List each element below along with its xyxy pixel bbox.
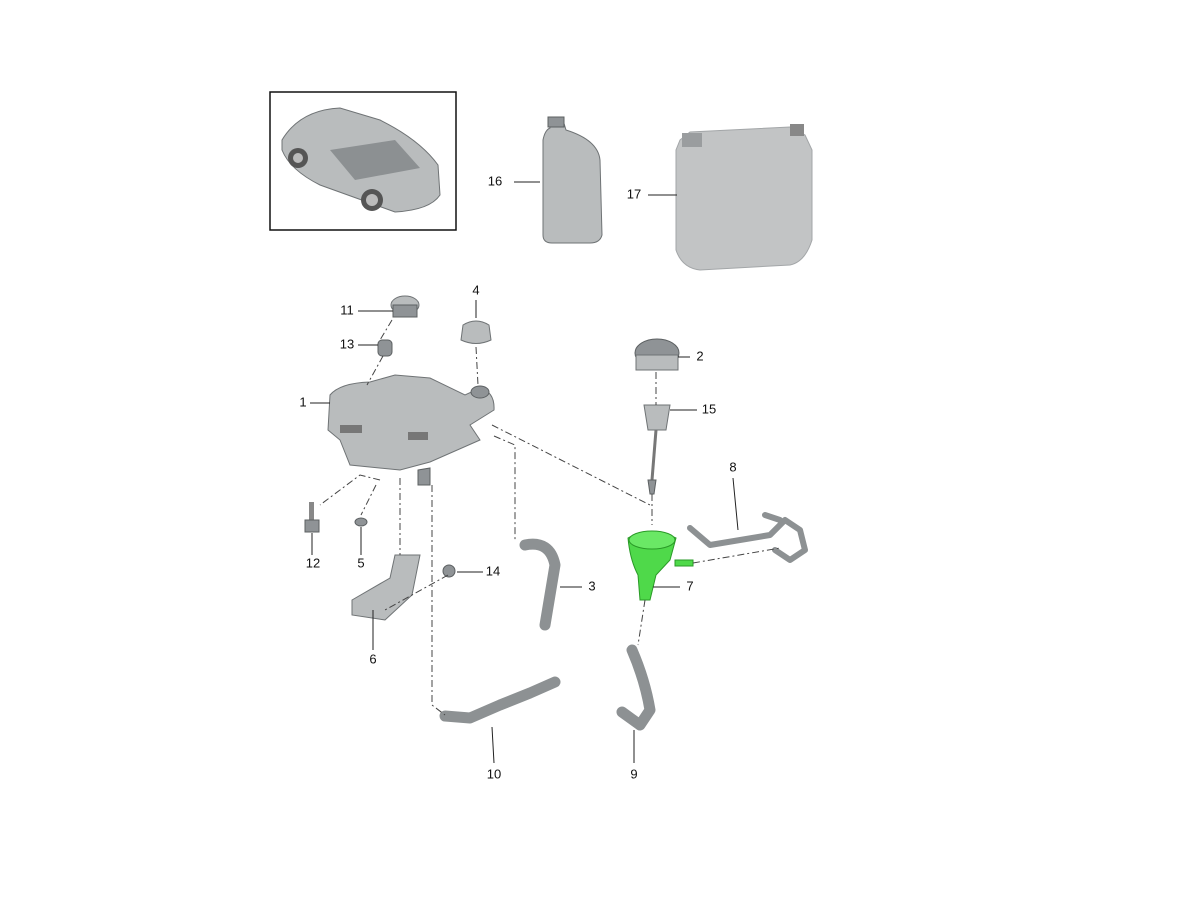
callout-16[interactable]: 16 (488, 173, 502, 188)
callout-5[interactable]: 5 (357, 555, 364, 570)
callout-8[interactable]: 8 (729, 459, 736, 474)
svg-text:8: 8 (729, 459, 736, 474)
part-11[interactable] (390, 295, 420, 318)
part-8-hose[interactable] (687, 512, 808, 563)
callout-13[interactable]: 13 (340, 336, 354, 351)
part-2-cap[interactable] (634, 338, 680, 371)
callout-labels: 16 17 11 13 4 1 2 15 8 3 7 14 12 5 6 10 … (299, 173, 736, 781)
callout-3[interactable]: 3 (588, 578, 595, 593)
svg-text:10: 10 (487, 766, 501, 781)
callout-10[interactable]: 10 (487, 766, 501, 781)
part-13[interactable] (377, 339, 393, 357)
callout-14[interactable]: 14 (486, 563, 500, 578)
assembly-lines (319, 319, 781, 716)
svg-text:14: 14 (486, 563, 500, 578)
callout-1[interactable]: 1 (299, 394, 306, 409)
svg-text:4: 4 (472, 282, 479, 297)
callout-9[interactable]: 9 (630, 766, 637, 781)
callout-2[interactable]: 2 (696, 348, 703, 363)
svg-text:1: 1 (299, 394, 306, 409)
part-14[interactable] (442, 564, 456, 578)
part-4-cap[interactable] (460, 320, 492, 344)
svg-text:11: 11 (340, 302, 354, 317)
part-12-sensor[interactable] (304, 502, 320, 533)
callout-12[interactable]: 12 (306, 555, 320, 570)
part-16-oil-bottle[interactable] (542, 116, 603, 244)
svg-text:15: 15 (702, 401, 716, 416)
part-7-filler-neck[interactable] (627, 530, 694, 601)
callout-6[interactable]: 6 (369, 651, 376, 666)
svg-text:9: 9 (630, 766, 637, 781)
vehicle-thumbnail[interactable] (269, 91, 457, 231)
callout-17[interactable]: 17 (627, 186, 641, 201)
callout-4[interactable]: 4 (472, 282, 479, 297)
callout-15[interactable]: 15 (702, 401, 716, 416)
leader-lines (310, 181, 739, 764)
svg-text:12: 12 (306, 555, 320, 570)
part-1-expansion-tank[interactable] (327, 374, 495, 486)
svg-text:16: 16 (488, 173, 502, 188)
part-3-hose[interactable] (519, 538, 561, 631)
part-17-canister[interactable] (675, 124, 813, 271)
callout-7[interactable]: 7 (686, 578, 693, 593)
callout-11[interactable]: 11 (340, 302, 354, 317)
svg-text:3: 3 (588, 578, 595, 593)
svg-text:17: 17 (627, 186, 641, 201)
part-9-hose[interactable] (616, 644, 656, 731)
part-6-bracket[interactable] (351, 554, 421, 621)
svg-text:5: 5 (357, 555, 364, 570)
part-10-hose[interactable] (439, 676, 561, 724)
part-15[interactable] (643, 404, 671, 495)
svg-text:7: 7 (686, 578, 693, 593)
svg-text:13: 13 (340, 336, 354, 351)
part-5[interactable] (354, 517, 368, 527)
svg-text:6: 6 (369, 651, 376, 666)
svg-text:2: 2 (696, 348, 703, 363)
